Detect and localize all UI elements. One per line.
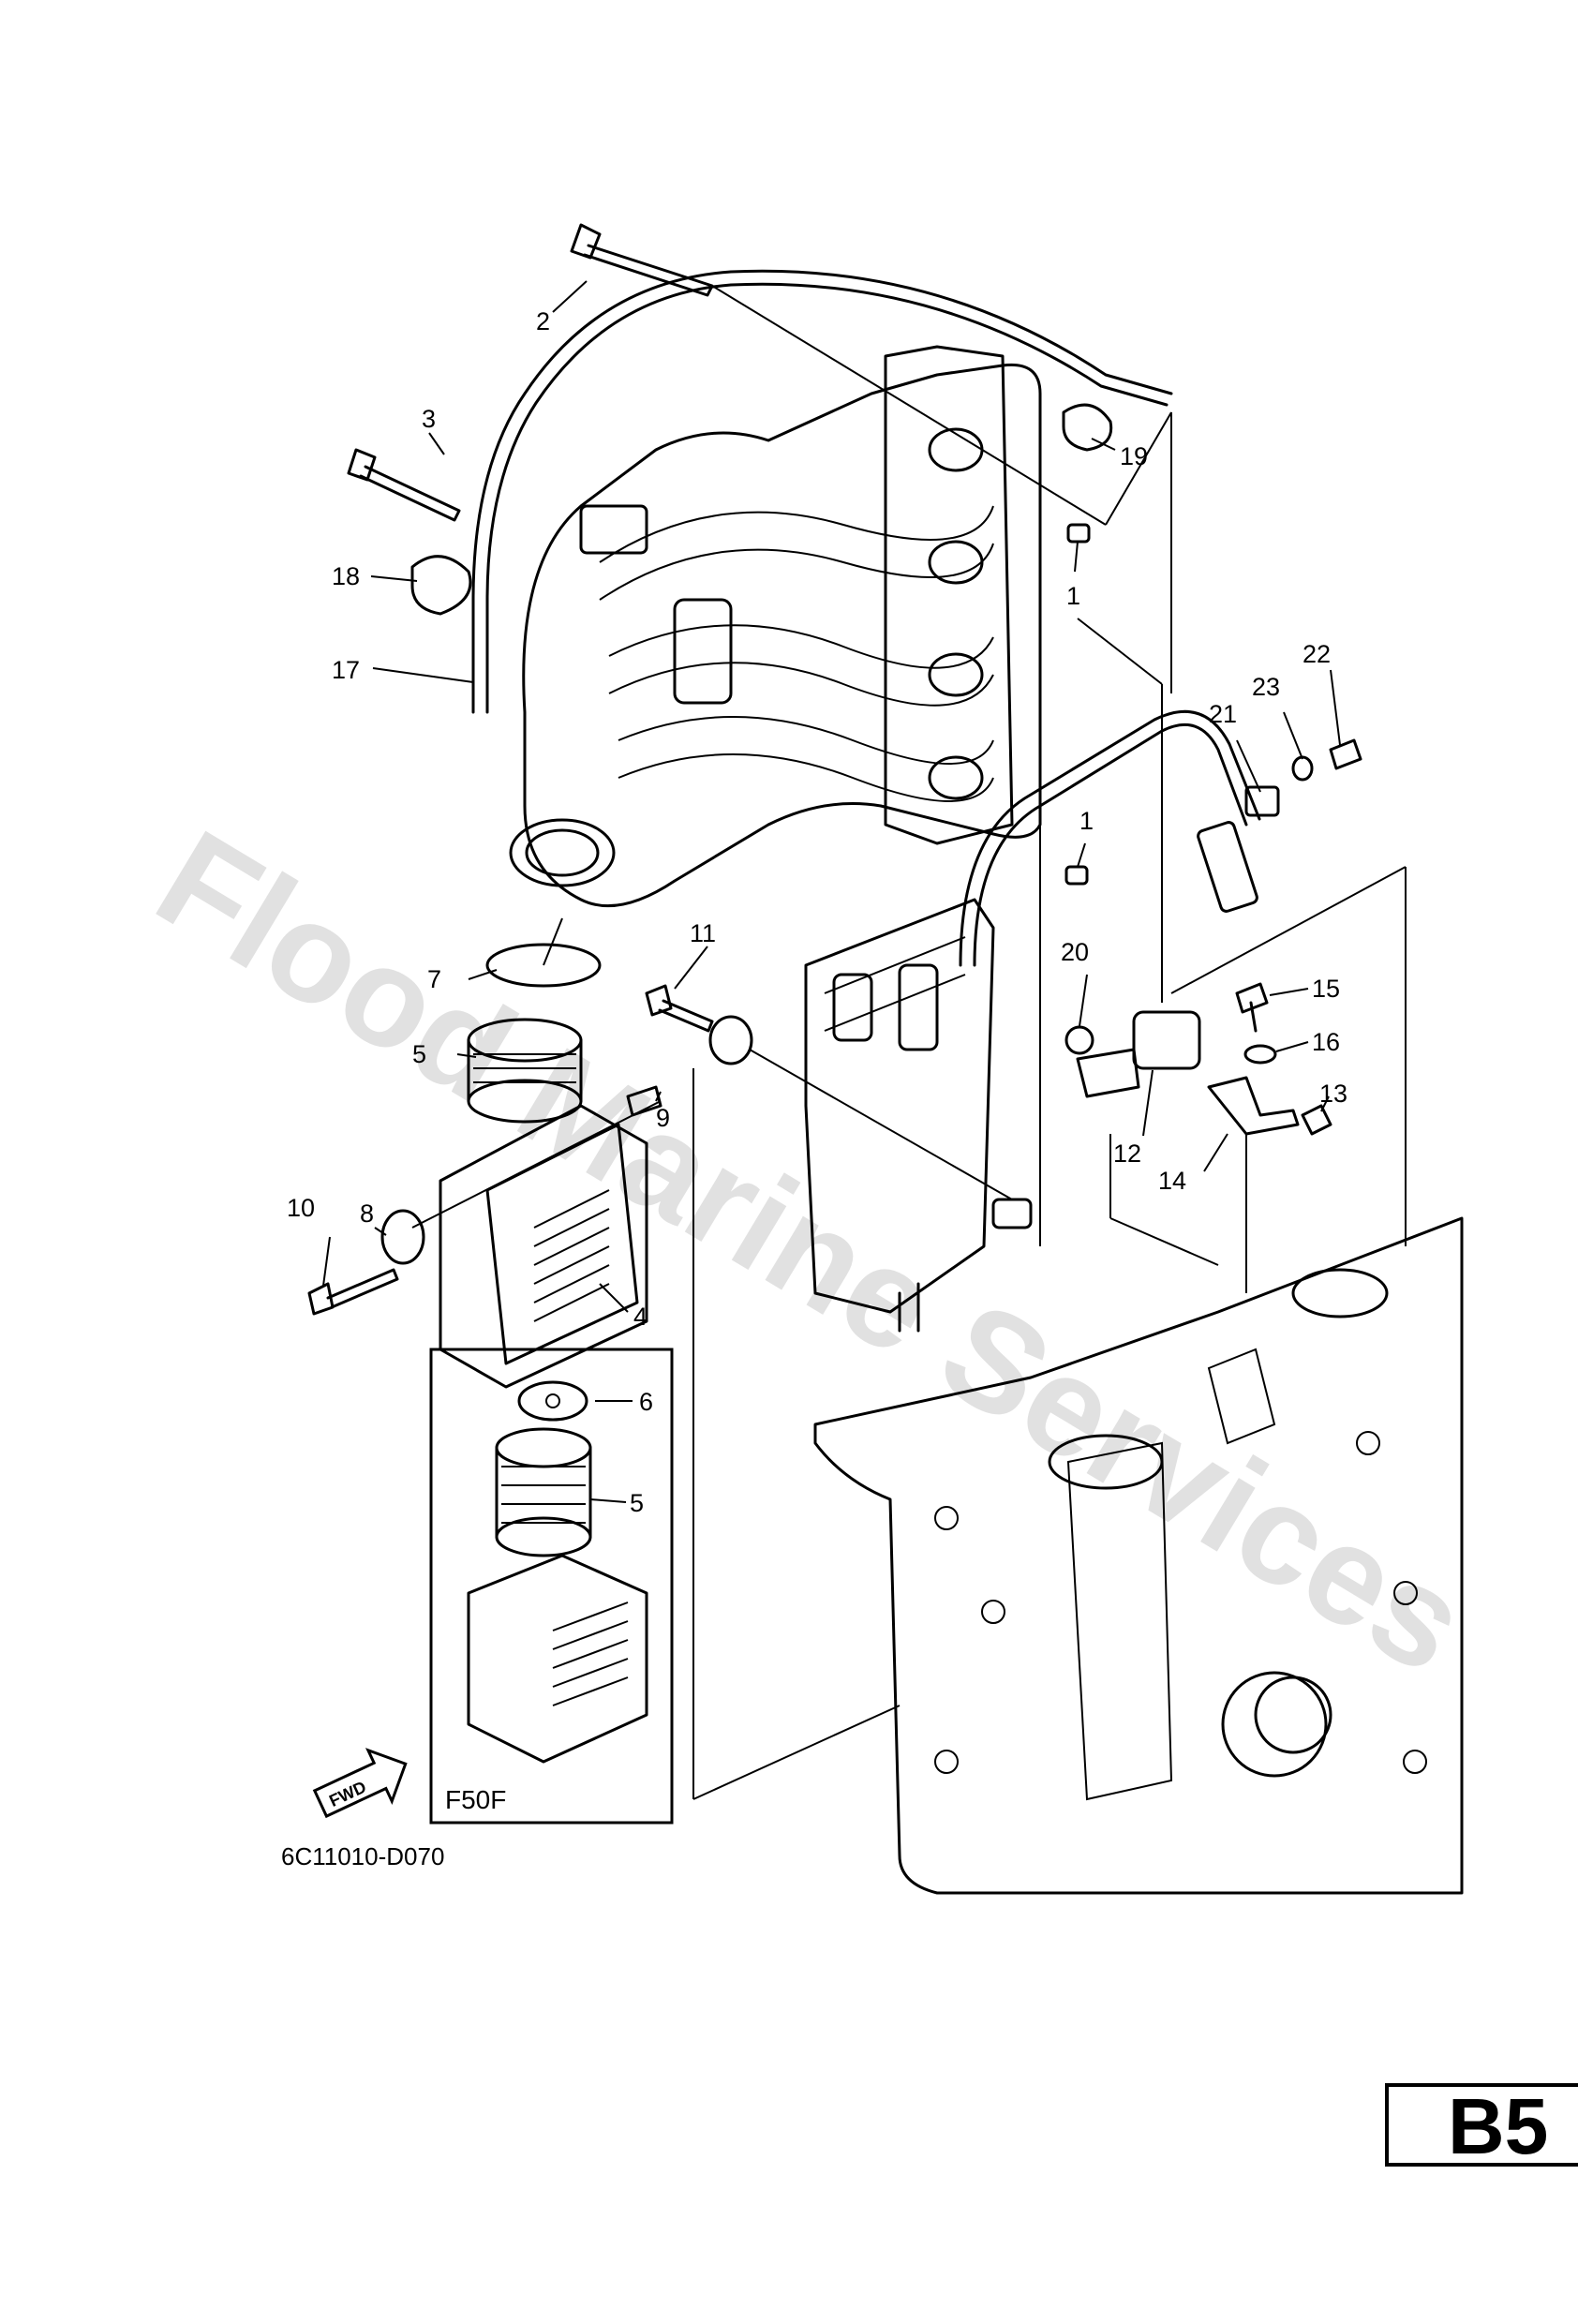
dowel-pin-part-1a bbox=[1066, 523, 1091, 544]
callout-label: 19 bbox=[1120, 442, 1148, 470]
callout-label: 8 bbox=[360, 1199, 374, 1228]
callout-label: 4 bbox=[633, 1303, 648, 1331]
callouts: 2 3 18 17 19 1 1 23 22 21 7 11 20 15 16 … bbox=[287, 280, 1347, 1517]
clip-part-21 bbox=[1244, 785, 1280, 817]
leader-lines bbox=[411, 285, 1407, 1800]
callout-label: 11 bbox=[690, 919, 716, 947]
nut-part-13 bbox=[1301, 1104, 1332, 1136]
washer-part-23 bbox=[1291, 755, 1314, 782]
callout-label: 5 bbox=[412, 1040, 426, 1068]
screw-part-22 bbox=[1329, 738, 1362, 770]
intake-manifold bbox=[509, 345, 1042, 908]
bolt-part-2 bbox=[570, 223, 714, 297]
bolt-part-15 bbox=[1235, 982, 1269, 1033]
clip-part-20 bbox=[1064, 1025, 1094, 1055]
dowel-pin-part-1b bbox=[1064, 865, 1089, 886]
callout-label: 1 bbox=[1079, 807, 1094, 835]
page-code-box: B5 bbox=[1385, 2082, 1578, 2170]
callout-label: 10 bbox=[287, 1194, 315, 1222]
callout-label: 13 bbox=[1319, 1080, 1347, 1108]
sleeve-part-5-variant bbox=[495, 1427, 592, 1468]
callout-label: 16 bbox=[1312, 1028, 1340, 1056]
callout-label: 23 bbox=[1252, 673, 1280, 701]
callout-label: 21 bbox=[1209, 700, 1237, 728]
grommet-part-8 bbox=[380, 1209, 425, 1265]
callout-label: 12 bbox=[1113, 1140, 1141, 1168]
bolt-part-10 bbox=[307, 1268, 399, 1316]
bolt-part-11 bbox=[645, 984, 714, 1033]
callout-label: 14 bbox=[1158, 1167, 1186, 1195]
fwd-arrow: FWD bbox=[312, 1748, 408, 1819]
callout-label: 3 bbox=[422, 405, 436, 433]
gasket-part-6 bbox=[517, 1380, 588, 1422]
diagram-code: 6C11010-D070 bbox=[281, 1842, 444, 1870]
engine-block bbox=[813, 1216, 1464, 1895]
page-code: B5 bbox=[1448, 2082, 1548, 2170]
callout-label: 5 bbox=[630, 1489, 644, 1517]
callout-label: 6 bbox=[639, 1388, 653, 1416]
sleeve-part-5 bbox=[467, 1018, 583, 1124]
callout-label: 7 bbox=[427, 965, 441, 993]
clamp-part-19 bbox=[1062, 403, 1113, 452]
bracket-part-14 bbox=[1207, 1076, 1300, 1136]
collar-part-9 bbox=[626, 1085, 662, 1117]
sensor-part-12 bbox=[1076, 1010, 1201, 1098]
clamp-part-18 bbox=[410, 555, 472, 616]
hose-part-17 bbox=[471, 269, 1173, 714]
callout-label: 22 bbox=[1303, 640, 1331, 668]
vapor-separator bbox=[804, 898, 1033, 1333]
callout-label: 9 bbox=[656, 1104, 670, 1132]
callout-label: 17 bbox=[332, 656, 360, 684]
callout-label: 2 bbox=[536, 307, 550, 335]
variant-label: F50F bbox=[445, 1785, 506, 1814]
variant-box: F50F bbox=[429, 1348, 674, 1825]
callout-label: 1 bbox=[1066, 582, 1080, 610]
band-clamp-part-7 bbox=[485, 943, 602, 988]
bolt-part-3 bbox=[347, 448, 461, 522]
callout-label: 20 bbox=[1061, 938, 1089, 966]
callout-label: 18 bbox=[332, 562, 360, 590]
callout-label: 15 bbox=[1312, 975, 1340, 1003]
washer-part-16 bbox=[1243, 1044, 1277, 1065]
